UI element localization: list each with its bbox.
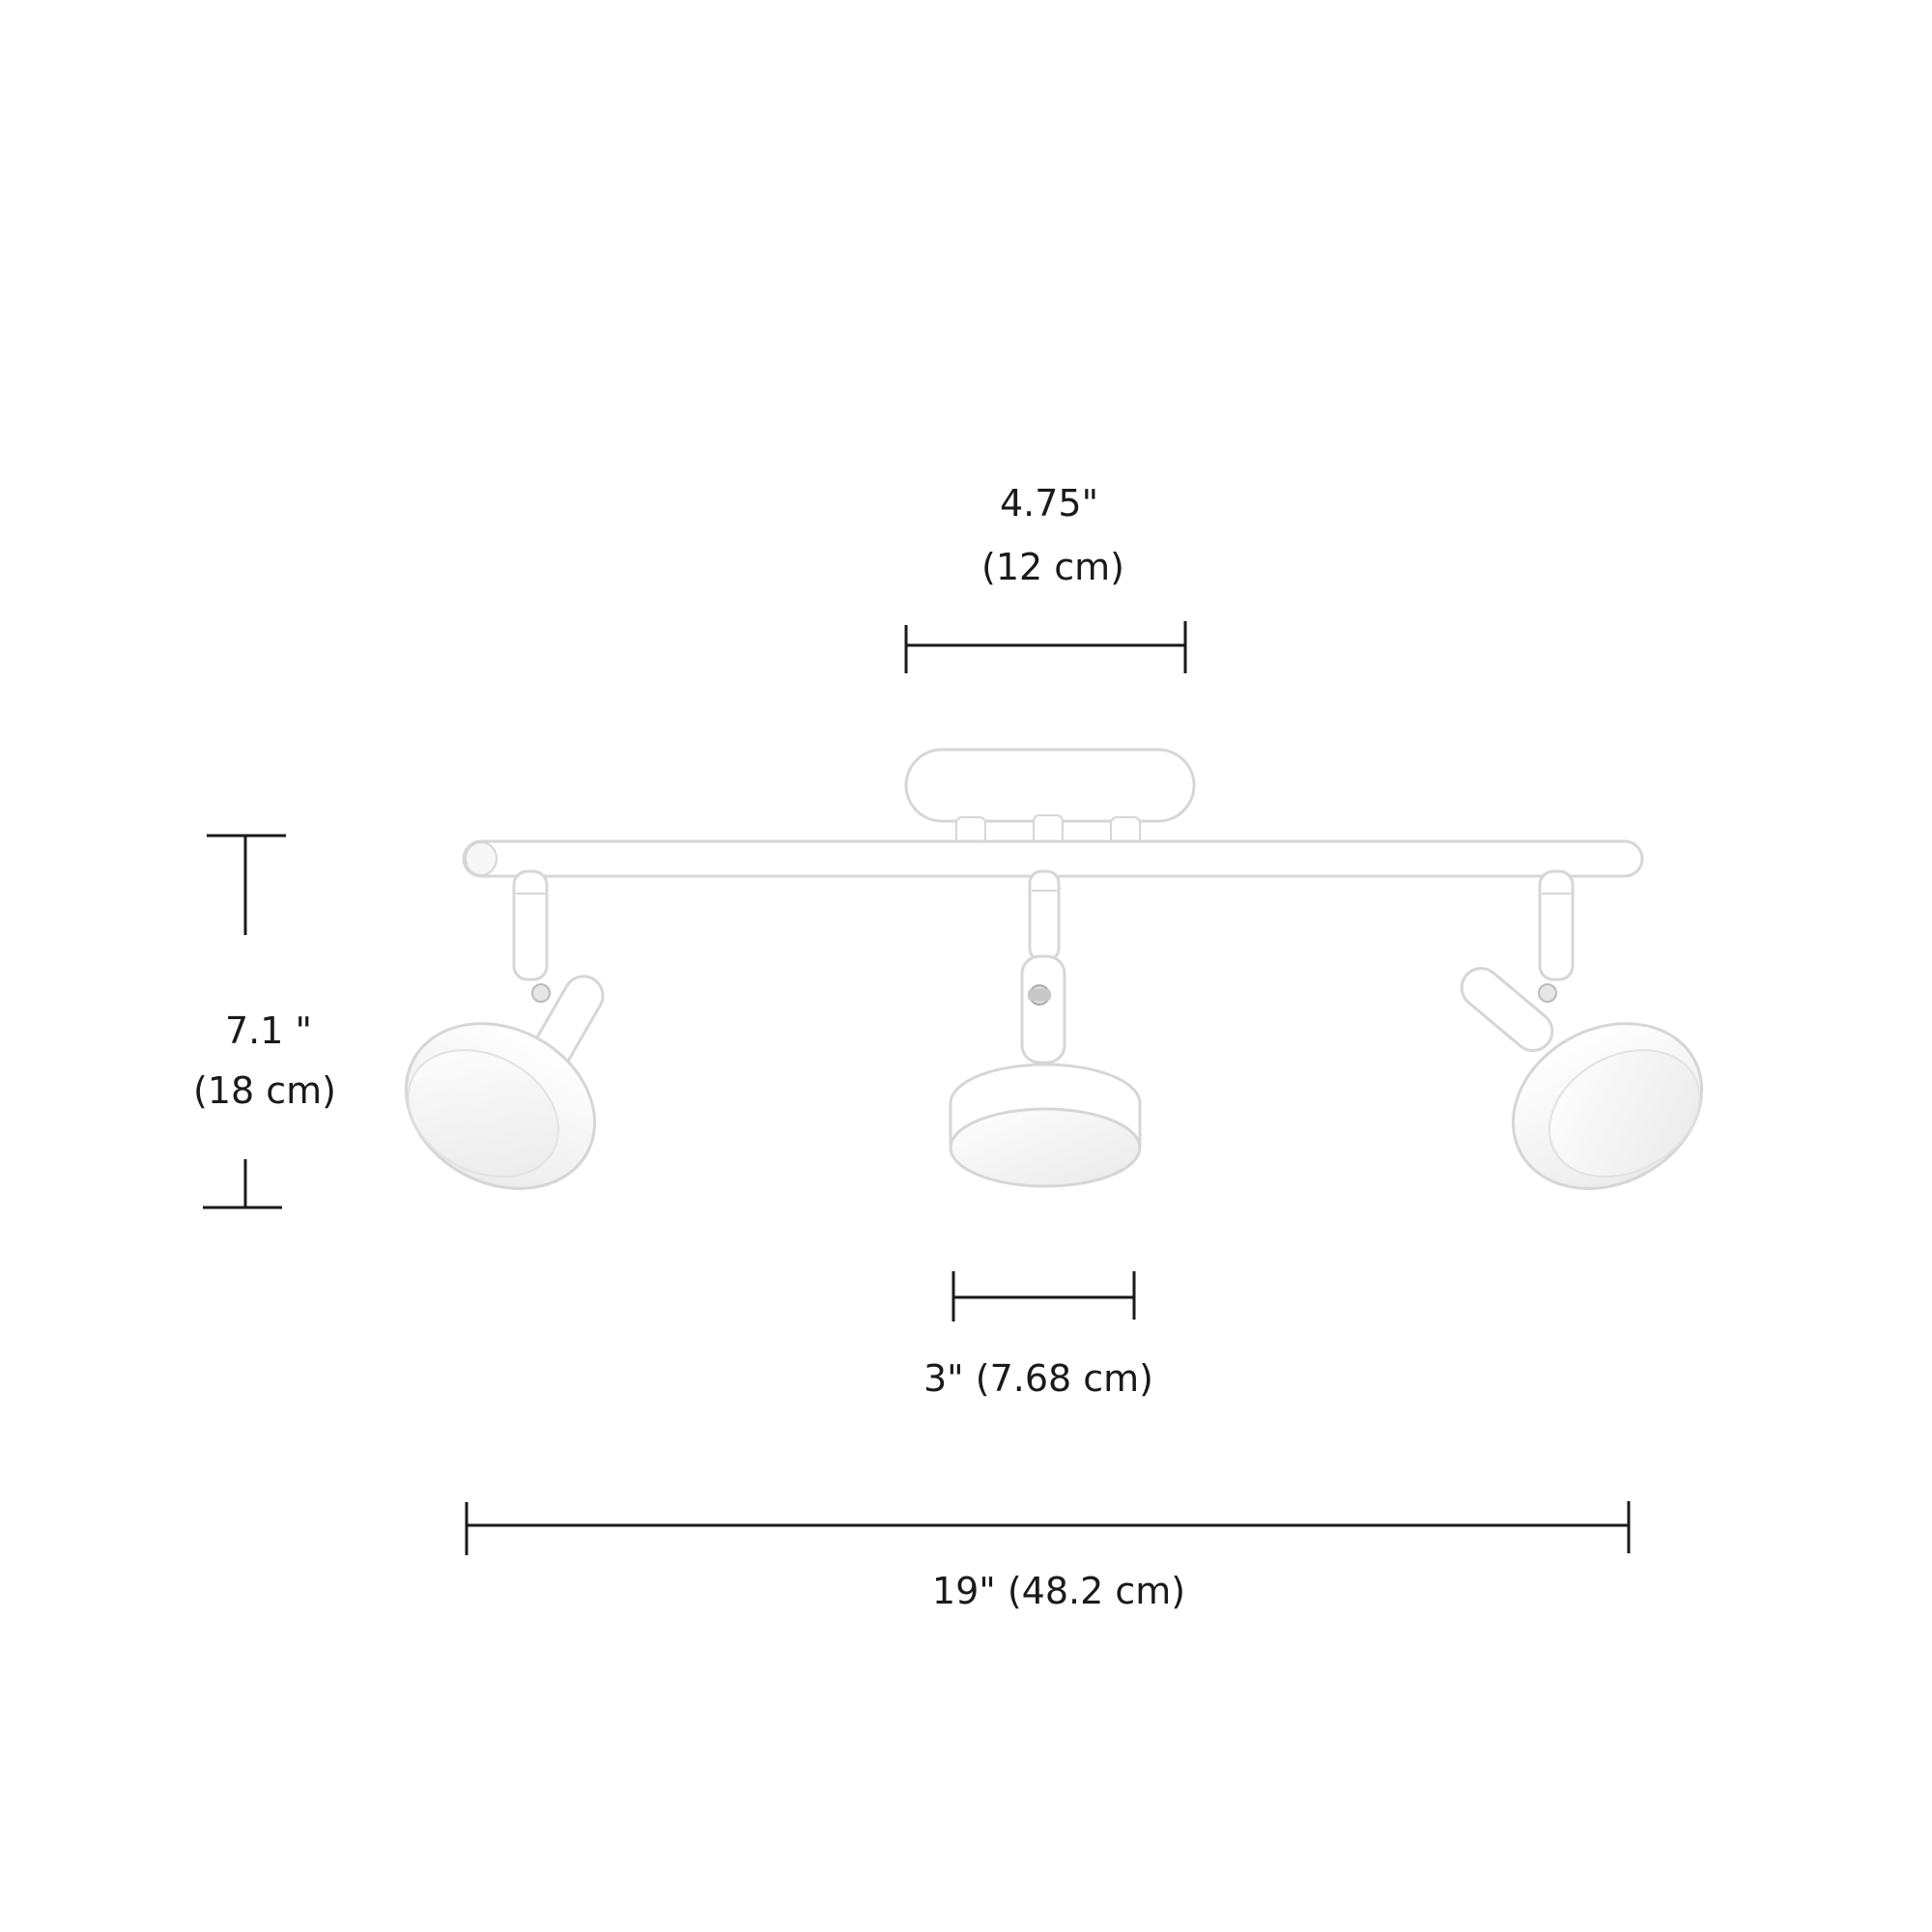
canopy-width-cm-label: (12 cm)	[981, 546, 1124, 588]
center-spotlight	[949, 869, 1142, 1188]
shade-width-dimension-line	[952, 1271, 1136, 1321]
total-length-label: 19" (48.2 cm)	[931, 1570, 1186, 1612]
height-dimension-line	[203, 834, 286, 1209]
right-spotlight	[1460, 869, 1704, 1190]
track-bar	[462, 839, 1644, 878]
ceiling-canopy	[904, 748, 1196, 847]
canopy-width-inches-label: 4.75"	[999, 482, 1099, 525]
height-cm-label: (18 cm)	[193, 1069, 336, 1112]
height-inches-label: 7.1 "	[225, 1009, 312, 1052]
canopy-width-dimension-line	[904, 621, 1187, 673]
left-spotlight	[404, 869, 605, 1190]
shade-width-label: 3" (7.68 cm)	[923, 1357, 1153, 1400]
total-length-dimension-line	[465, 1501, 1631, 1555]
